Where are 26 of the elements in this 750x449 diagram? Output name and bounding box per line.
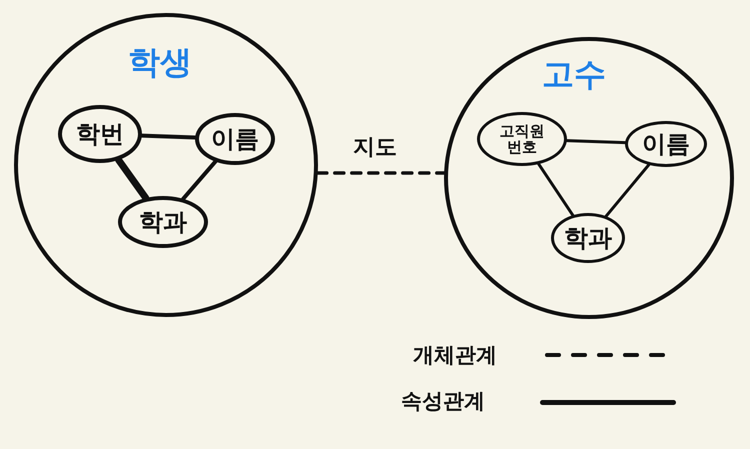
attribute-ellipse (58, 105, 142, 163)
attribute-ellipse (477, 112, 567, 166)
edge-label: 지도 (353, 136, 397, 160)
node-label: 이름 (642, 130, 690, 158)
legend-text: 속성관계 (401, 390, 485, 413)
connector-line (604, 163, 650, 218)
attribute-ellipse (551, 213, 625, 263)
connector-line (140, 134, 198, 140)
circle-title: 고수 (542, 57, 606, 92)
legend-text: 개체관계 (413, 344, 497, 367)
node-label: 이름 (211, 126, 259, 152)
connector-line (115, 156, 150, 202)
circle-title: 학생 (128, 45, 192, 80)
attribute-ellipse (625, 121, 707, 167)
dashed-connector (316, 171, 446, 175)
connector-line (537, 162, 574, 217)
node-label: 학번 (76, 120, 124, 148)
connector-line (565, 139, 627, 144)
entity-circle (444, 37, 734, 319)
connector-line (181, 160, 218, 201)
attribute-ellipse (118, 196, 208, 248)
attribute-ellipse (195, 113, 275, 165)
node-label: 고직원 번호 (498, 122, 546, 156)
node-label: 학과 (139, 208, 187, 236)
node-label: 학과 (564, 224, 612, 252)
entity-circle (14, 13, 318, 317)
